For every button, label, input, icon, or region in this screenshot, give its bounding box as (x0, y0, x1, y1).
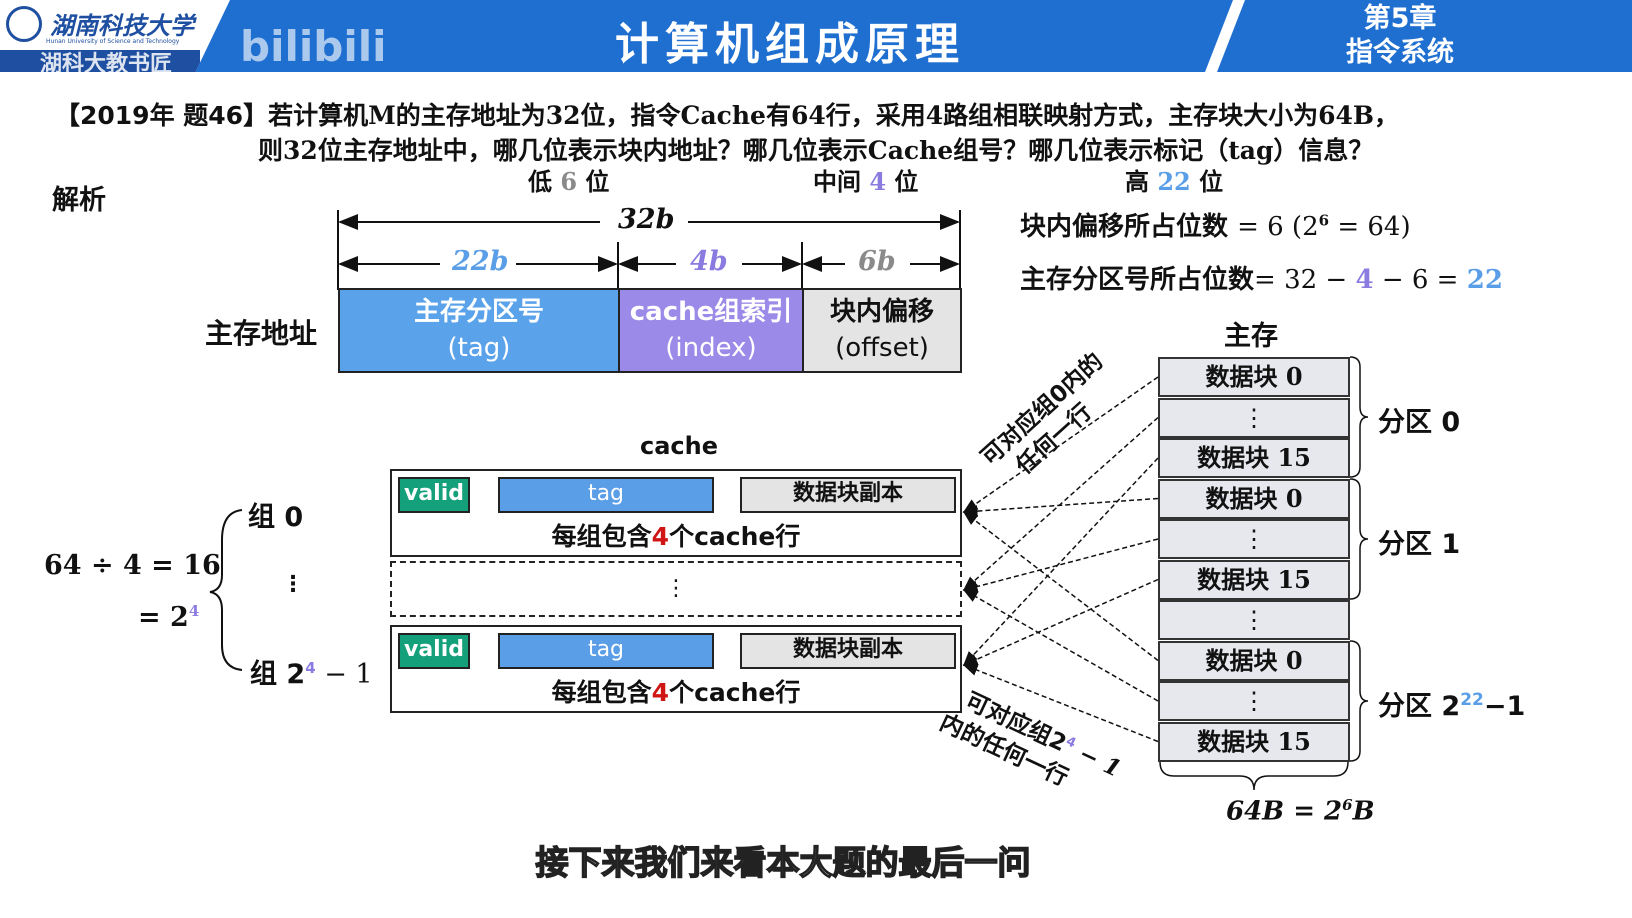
answer-high: 高 22 位 (1125, 167, 1224, 196)
index-width: 4b (690, 246, 728, 277)
memory-block-row: 数据块 0 (1158, 640, 1350, 681)
mapping-arrow (962, 511, 1159, 662)
cache-tag: tag (498, 633, 714, 669)
memory-block-row: ⋮ (1158, 397, 1350, 438)
mapping-arrow (962, 376, 1159, 513)
partition-0: 分区 0 (1378, 407, 1461, 438)
memory-block-row: 数据块 15 (1158, 559, 1350, 600)
group-note: 每组包含4个cache行 (551, 678, 801, 707)
answer-low: 低 6 位 (528, 167, 610, 196)
cache-group-last: valid tag 数据块副本 每组包含4个cache行 (390, 625, 962, 713)
mapping-arrow (962, 497, 1159, 518)
memory-block-row: 数据块 15 (1158, 721, 1350, 762)
analysis-label: 解析 (52, 185, 106, 216)
university-logo-area: 湖南科技大学 Hunan University of Science and T… (0, 0, 230, 72)
group-0-label: 组 0 (248, 502, 304, 533)
valid-bit: valid (398, 633, 470, 669)
formula-tag-bits: 主存分区号所占位数= 32 − 4 − 6 = 22 (1020, 265, 1503, 295)
university-name: 湖南科技大学 (50, 12, 194, 40)
partition-last: 分区 222−1 (1378, 690, 1526, 722)
group-dots: ⋮ (282, 572, 304, 597)
tag-field: 主存分区号(tag) (338, 288, 620, 373)
cache-group-0: valid tag 数据块副本 每组包含4个cache行 (390, 469, 962, 557)
mapping-arrow (962, 578, 1159, 666)
index-field: cache组索引(index) (618, 288, 804, 373)
question-line-1: 【2019年 题46】若计算机M的主存地址为32位，指令Cache有64行，采用… (55, 101, 1400, 130)
group-note: 每组包含4个cache行 (551, 522, 801, 551)
chapter-label: 第5章指令系统 (1346, 3, 1454, 68)
header-bar: 湖南科技大学 Hunan University of Science and T… (0, 0, 1632, 72)
memory-block-row: ⋮ (1158, 600, 1350, 640)
answer-mid: 中间 4 位 (813, 167, 919, 196)
question-line-2: 则32位主存地址中，哪几位表示块内地址？哪几位表示Cache组号？哪几位表示标记… (258, 136, 1374, 165)
memory-block-row: 数据块 0 (1158, 357, 1350, 397)
university-seal-icon (6, 6, 42, 42)
formula-offset-bits: 块内偏移所占位数 = 6 (26 = 64) (1020, 211, 1411, 242)
partition-1: 分区 1 (1378, 529, 1461, 560)
mapping-arrow (962, 538, 1159, 593)
group-count-calc: 64 ÷ 4 = 16 (44, 550, 221, 581)
course-title: 计算机组成原理 (615, 19, 965, 70)
university-name-en: Hunan University of Science and Technolo… (46, 38, 180, 45)
cache-tag: tag (498, 477, 714, 513)
data-block-copy: 数据块副本 (740, 633, 956, 669)
mapping-arrow (962, 664, 1159, 743)
group-last-label: 组 24 − 1 (250, 659, 373, 690)
group-count-power: = 24 (138, 602, 200, 633)
channel-watermark: 湖科大教书匠 (40, 52, 173, 77)
cache-label: cache (640, 432, 719, 460)
memory-label: 主存 (1224, 321, 1278, 352)
mapping-arrow (962, 416, 1159, 591)
address-label: 主存地址 (205, 317, 318, 350)
mapping-arrow (962, 457, 1159, 667)
block-size: 64B = 26B (1226, 796, 1375, 827)
valid-bit: valid (398, 477, 470, 513)
tag-width: 22b (452, 246, 509, 277)
bilibili-watermark: bilibili (240, 22, 387, 71)
memory-block-row: 数据块 15 (1158, 438, 1350, 478)
cache-group-middle: ⋮ (390, 561, 962, 617)
address-total-width: 32b (618, 204, 675, 235)
offset-field: 块内偏移(offset) (802, 288, 962, 373)
video-subtitle: 接下来我们来看本大题的最后一问 (535, 842, 1032, 883)
memory-block-row: ⋮ (1158, 519, 1350, 559)
offset-width: 6b (858, 246, 896, 277)
memory-block-row: 数据块 0 (1158, 478, 1350, 519)
data-block-copy: 数据块副本 (740, 477, 956, 513)
memory-block-row: ⋮ (1158, 681, 1350, 721)
mapping-arrow (962, 589, 1159, 702)
